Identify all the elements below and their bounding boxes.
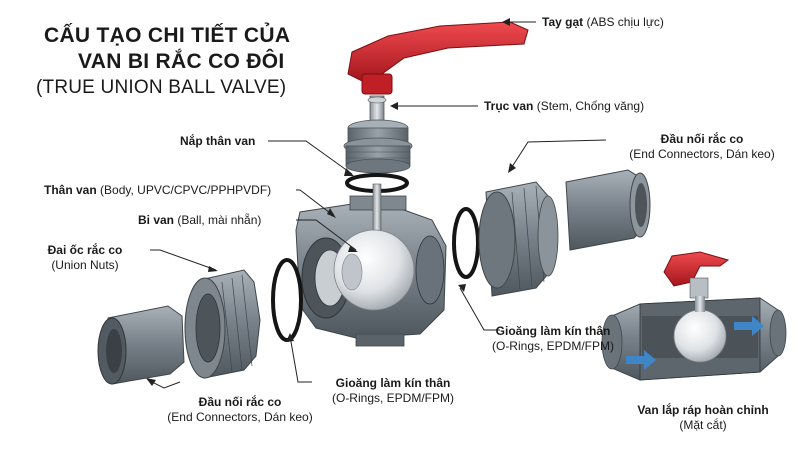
- title-line-2: VAN BI RẮC CO ĐÔI: [78, 50, 285, 73]
- handle-part: [347, 21, 529, 95]
- right-end-connector-part: [565, 169, 651, 251]
- label-body: Thân van (Body, UPVC/CPVC/PPHPVDF): [44, 183, 271, 198]
- label-handle-detail: (ABS chịu lực): [586, 15, 664, 29]
- label-ball-name: Bi van: [138, 213, 175, 227]
- label-end-right: Đầu nối rắc co (End Connectors, Dán keo): [612, 132, 792, 162]
- label-end-left-detail: (End Connectors, Dán keo): [167, 410, 313, 424]
- right-union-nut-part: [478, 181, 559, 297]
- flow-arrow-icon: [626, 350, 656, 370]
- flow-arrow-icon: [734, 316, 764, 336]
- bonnet-part: [343, 119, 413, 174]
- left-oring: [271, 258, 303, 342]
- label-end-right-name: Đầu nối rắc co: [660, 132, 744, 146]
- label-body-detail: (Body, UPVC/CPVC/PPHPVDF): [100, 183, 272, 197]
- left-union-nut-part: [184, 269, 261, 379]
- label-bonnet-name: Nắp thân van: [180, 134, 256, 148]
- label-stem-detail: (Stem, Chống văng): [536, 99, 645, 113]
- label-oring-right: Gioăng làm kín thân (O-Rings, EPDM/FPM): [478, 324, 628, 354]
- leader-arrowheads: [146, 18, 516, 386]
- title-line-3: (TRUE UNION BALL VALVE): [36, 77, 287, 98]
- label-assembled-name: Van lắp ráp hoàn chỉnh: [637, 403, 769, 417]
- title-line-1: CẤU TẠO CHI TIẾT CỦA: [44, 24, 291, 47]
- label-union-nut-detail: (Union Nuts): [51, 258, 119, 272]
- label-end-right-detail: (End Connectors, Dán keo): [629, 147, 775, 161]
- cutaway-valve-drawing: [601, 251, 787, 381]
- label-end-left: Đầu nối rắc co (End Connectors, Dán keo): [150, 395, 330, 425]
- label-stem: Trục van (Stem, Chống văng): [484, 99, 644, 114]
- left-end-connector-part: [97, 305, 185, 385]
- label-bonnet: Nắp thân van: [180, 134, 255, 149]
- label-assembled-detail: (Mặt cắt): [679, 418, 727, 432]
- label-union-nut: Đai ốc rắc co (Union Nuts): [20, 243, 150, 273]
- label-oring-left-name: Gioăng làm kín thân: [335, 376, 451, 390]
- stem-part: [367, 95, 387, 123]
- label-oring-right-name: Gioăng làm kín thân: [495, 324, 611, 338]
- label-ball: Bi van (Ball, mài nhẵn): [138, 213, 261, 228]
- leader-lines: [147, 21, 607, 389]
- label-body-name: Thân van: [44, 183, 97, 197]
- label-handle-name: Tay gạt: [542, 15, 584, 29]
- label-end-left-name: Đầu nối rắc co: [198, 395, 282, 409]
- label-oring-left-detail: (O-Rings, EPDM/FPM): [331, 391, 454, 405]
- label-oring-right-detail: (O-Rings, EPDM/FPM): [491, 339, 614, 353]
- label-stem-name: Trục van: [484, 99, 534, 113]
- label-ball-detail: (Ball, mài nhẵn): [177, 213, 262, 227]
- right-oring: [452, 207, 480, 279]
- label-handle: Tay gạt (ABS chịu lực): [542, 15, 664, 30]
- label-union-nut-name: Đai ốc rắc co: [47, 243, 123, 257]
- label-assembled: Van lắp ráp hoàn chỉnh (Mặt cắt): [618, 403, 788, 433]
- label-oring-left: Gioăng làm kín thân (O-Rings, EPDM/FPM): [318, 376, 468, 406]
